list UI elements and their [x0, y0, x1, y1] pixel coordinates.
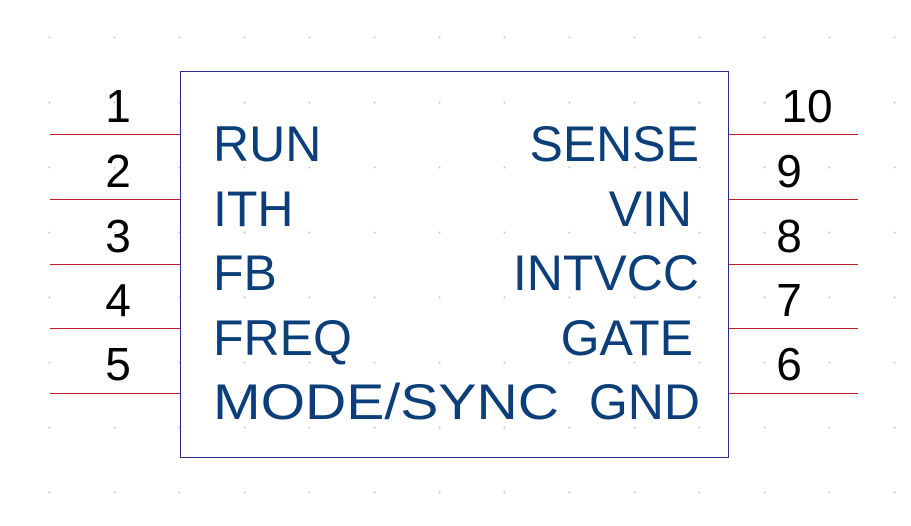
pin-name: FB	[213, 245, 277, 301]
right-pin-9[interactable]: 9 VIN	[609, 145, 858, 237]
pin-name: FREQ	[213, 310, 352, 366]
pin-name: RUN	[213, 116, 321, 172]
right-pin-6[interactable]: 6 GND	[589, 338, 858, 430]
pin-number: 4	[105, 274, 131, 326]
pin-name: GND	[589, 374, 700, 430]
pin-number: 8	[776, 210, 802, 262]
right-pin-7[interactable]: 7 GATE	[561, 274, 858, 366]
pin-name: VIN	[609, 181, 692, 237]
pin-number: 2	[105, 145, 131, 197]
right-pin-10[interactable]: 10 SENSE	[529, 80, 858, 172]
right-pin-8[interactable]: 8 INTVCC	[513, 210, 858, 301]
pin-number: 5	[105, 338, 131, 390]
left-pin-3[interactable]: 3 FB	[50, 210, 277, 301]
pin-name: SENSE	[529, 116, 699, 172]
pin-number: 9	[776, 145, 802, 197]
left-pin-4[interactable]: 4 FREQ	[50, 274, 352, 366]
left-pin-1[interactable]: 1 RUN	[50, 80, 321, 172]
pin-name: GATE	[561, 310, 693, 366]
component-body[interactable]	[180, 71, 729, 458]
pin-number: 3	[105, 210, 131, 262]
pin-name: INTVCC	[513, 245, 699, 301]
pin-number: 7	[776, 274, 802, 326]
left-pin-5[interactable]: 5 MODE/SYNC	[50, 338, 559, 430]
pin-number: 10	[781, 80, 832, 132]
pin-name: ITH	[213, 181, 294, 237]
pin-number: 6	[776, 338, 802, 390]
pin-name: MODE/SYNC	[213, 374, 559, 430]
left-pin-2[interactable]: 2 ITH	[50, 145, 294, 237]
pin-number: 1	[105, 80, 131, 132]
